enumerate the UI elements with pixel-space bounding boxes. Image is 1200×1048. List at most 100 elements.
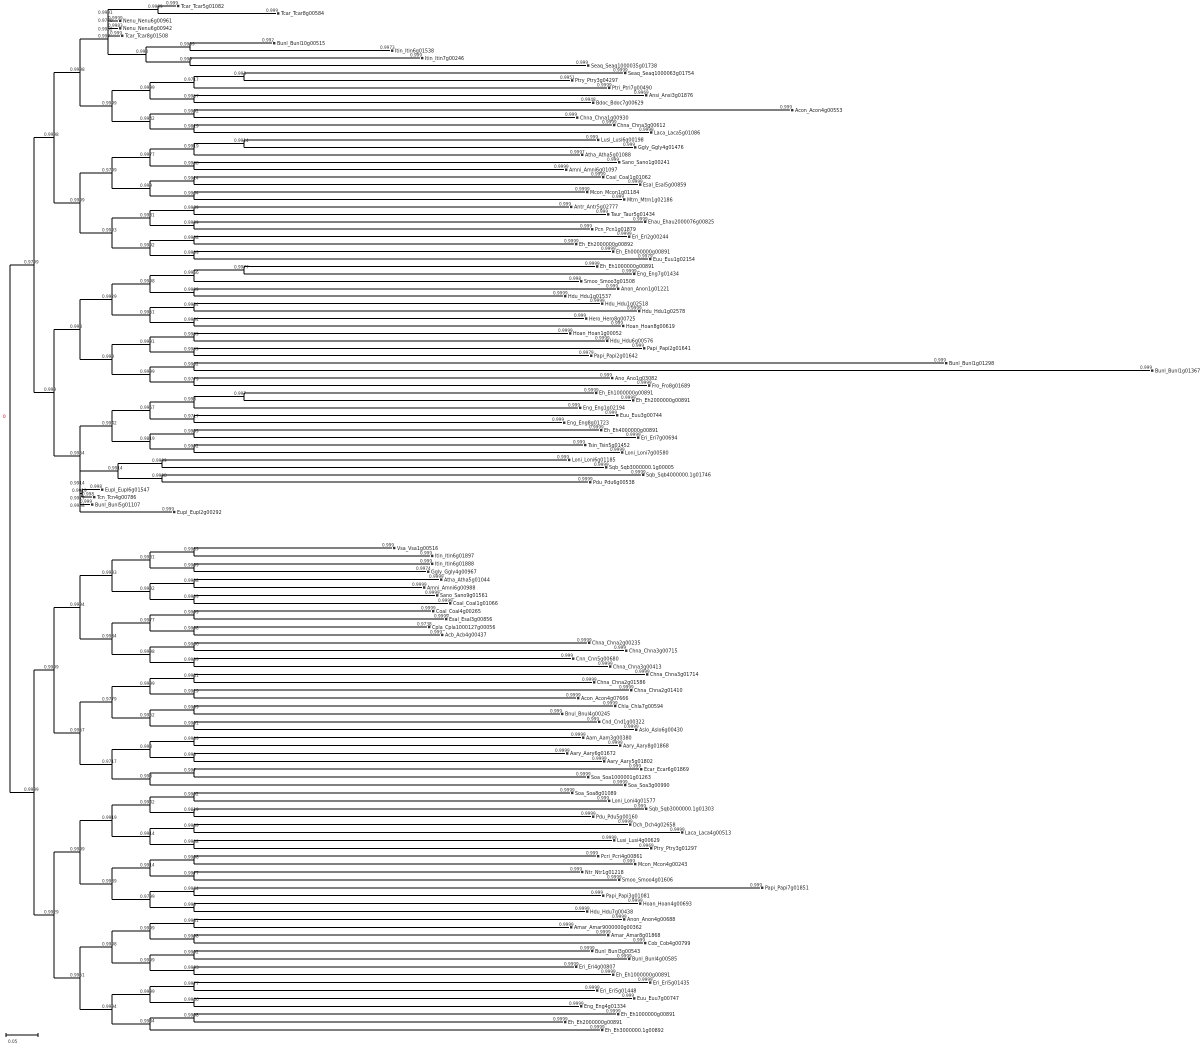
internal-support-label: 0.9964 (184, 190, 199, 195)
taxon-label: Amni_Amni6g00988 (427, 585, 475, 591)
taxon-label: Antr_Antr5g02777 (574, 205, 618, 211)
tip-marker (611, 376, 614, 380)
tip-marker (621, 451, 624, 454)
tip-support-label: 0.9999 (553, 291, 568, 296)
tip-marker (1151, 369, 1154, 372)
internal-support-label: 0.9999 (70, 197, 85, 202)
internal-support-label: 0.9998 (184, 855, 199, 860)
internal-support-label: 0.9999 (102, 100, 117, 105)
tip-support-label: 0.9999 (617, 231, 632, 236)
tip-marker (598, 720, 601, 724)
tip-support-label: 0.9999 (434, 614, 449, 619)
tip-support-label: 0.999 (614, 645, 626, 650)
taxon-label: Cob_Cob4g00799 (648, 941, 690, 947)
tip-marker (591, 228, 594, 231)
taxon-label: Esal_Esal3g00856 (449, 617, 492, 623)
tip-support-label: 0.9999 (613, 67, 628, 72)
taxon-label: Loni_Loni7g00580 (625, 450, 669, 456)
taxon-label: Hdu_Hdu1g01537 (568, 294, 611, 300)
root-marker: 0 (3, 414, 6, 419)
tip-support-label: 0.9999 (628, 179, 643, 184)
internal-support-label: 0.9992 (184, 108, 199, 113)
internal-support-label: 0.9999 (184, 332, 199, 337)
tip-marker (597, 854, 600, 858)
tip-support-label: 0.999 (586, 851, 598, 856)
taxon-label: Pcri_Pcri4g00861 (601, 854, 642, 860)
tip-marker (592, 815, 595, 818)
tip-support-label: 0.9999 (592, 756, 607, 761)
tip-marker (602, 175, 605, 179)
internal-support-label: 0.9999 (184, 220, 199, 225)
tip-support-label: 0.999 (573, 440, 585, 445)
internal-support-label: 0.9957 (184, 94, 199, 99)
tip-support-label: 0.999 (606, 283, 618, 288)
tip-marker (650, 131, 653, 134)
tip-marker (119, 27, 122, 30)
internal-support-label: 0.9914 (140, 831, 155, 836)
internal-support-label: 0.9929 (44, 910, 59, 915)
taxon-label: Hdu_Hdu1g02518 (605, 301, 648, 307)
tip-marker (576, 116, 579, 119)
internal-support-label: 0.9942 (102, 420, 117, 425)
tip-marker (586, 190, 589, 194)
taxon-label: Eh_Eh1000000g00891 (600, 264, 654, 270)
internal-support-label: 0.9993 (102, 570, 117, 575)
internal-support-label: 0.9914 (184, 175, 199, 180)
internal-support-label: 0.9819 (184, 123, 199, 128)
taxon-label: Tcar_Tcar5g01082 (180, 4, 224, 10)
internal-support-labels: 0.99990.99910.99620.97790.99990.9990.998… (24, 4, 249, 1023)
internal-support-label: 0.9991 (98, 10, 113, 15)
internal-support-label: 0.9999 (184, 428, 199, 433)
tip-marker (622, 324, 625, 328)
taxon-label: Euu_Euu1g02154 (653, 257, 695, 263)
taxon-label: Pdu_Pdu5g00160 (596, 814, 638, 820)
taxon-label: Eri_Eri4g00807 (579, 965, 615, 971)
taxon-label: Lusi_Lusi6g00198 (601, 138, 644, 144)
tip-support-label: 0.9999 (569, 1001, 584, 1006)
tip-support-label: 0.9999 (554, 164, 569, 169)
taxon-label: Cpla_Cpla1000127g00056 (432, 625, 495, 631)
internal-support-label: 0.9981 (140, 554, 155, 559)
taxon-label: Vsa_Vsa1g00516 (397, 546, 438, 552)
tip-marker (431, 562, 434, 566)
internal-support-label: 0.9929 (102, 294, 117, 299)
tip-marker (618, 161, 621, 164)
taxon-label: Eng_Eng1g02194 (583, 406, 625, 412)
internal-support-label: 0.9999 (44, 665, 59, 670)
tip-support-label: 0.999 (568, 402, 580, 407)
tip-marker (644, 220, 647, 223)
tip-marker (644, 941, 647, 945)
tip-marker (421, 56, 424, 60)
taxon-label: Chla_Chla7g00594 (618, 704, 663, 710)
tip-marker (273, 42, 276, 45)
internal-support-label: 0.9977 (184, 981, 199, 986)
tip-support-label: 0.9999 (628, 898, 643, 903)
tip-marker (640, 768, 643, 771)
internal-support-label: 0.9981 (184, 918, 199, 923)
taxon-label: Chna_Chna3g00612 (617, 123, 666, 129)
internal-support-label: 0.9999 (140, 989, 155, 994)
taxon-label: Ptri_Ptri7g00490 (612, 86, 652, 92)
taxon-label: Tcar_Tcar8g00584 (280, 11, 324, 17)
tip-marker (600, 428, 603, 432)
internal-support-label: 0.9989 (102, 878, 117, 883)
internal-support-label: 0.9999 (140, 957, 155, 962)
tip-support-label: 0.9951 (560, 75, 575, 80)
internal-support-label: 0.9951 (70, 973, 85, 978)
tip-marker (577, 696, 580, 700)
tip-marker (601, 302, 604, 305)
taxon-label: Acon_Acon4g00553 (795, 108, 842, 114)
tip-support-label: 0.9999 (626, 432, 641, 437)
internal-support-label: 0.999 (180, 56, 192, 61)
taxon-label: Amar_Amar9000000g00362 (574, 925, 642, 931)
tip-marker (634, 146, 637, 149)
taxon-label: Taur_Taur5g01434 (610, 212, 655, 218)
tip-marker (595, 391, 598, 395)
tip-marker (449, 602, 452, 605)
tip-support-label: 0.999 (607, 157, 619, 162)
taxon-label: Chna_Chna3g00413 (613, 664, 662, 670)
taxon-label: Eri_Eri5g01448 (600, 988, 636, 994)
taxon-label: Bunl_Bunl1g01298 (949, 361, 994, 367)
internal-support-label: 0.9994 (102, 1004, 117, 1009)
tip-marker (431, 554, 434, 558)
